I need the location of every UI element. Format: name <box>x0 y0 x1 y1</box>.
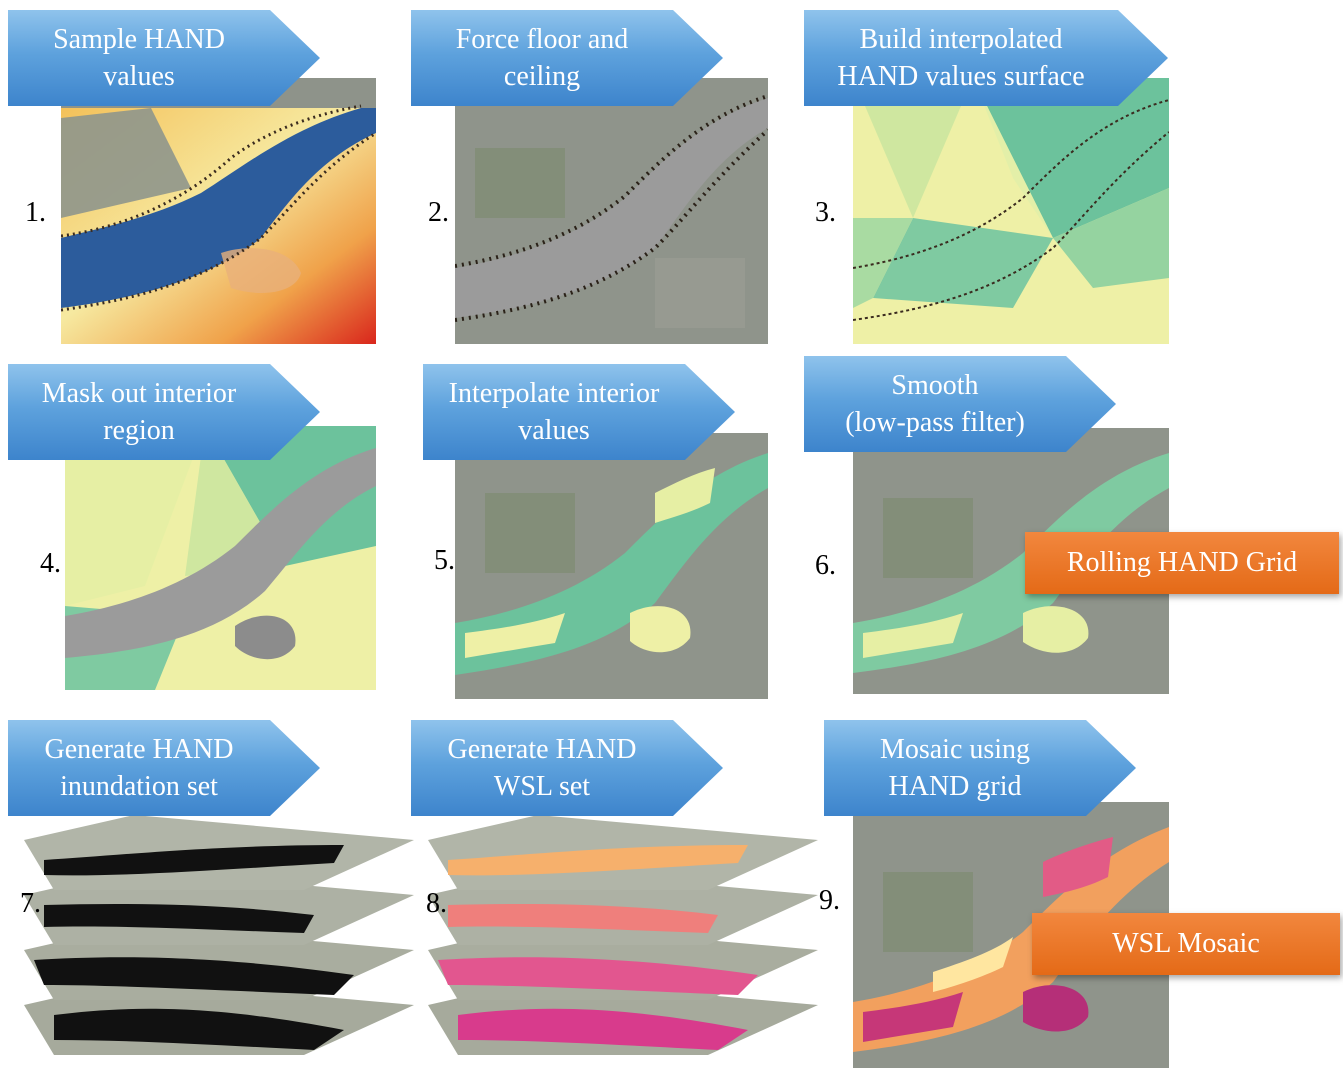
step-1-arrow: Sample HAND values <box>8 10 320 106</box>
step-8-layer-stack <box>428 815 818 1055</box>
step-8-arrow: Generate HAND WSL set <box>411 720 723 816</box>
step-8-number: 8. <box>426 888 447 919</box>
step-8-title-line2: WSL set <box>493 771 591 802</box>
step-4-number: 4. <box>40 548 61 579</box>
step-5-title-line1: Interpolate interior <box>448 378 660 409</box>
step-4-title-line2: region <box>103 415 175 446</box>
step-6-arrow: Smooth (low-pass filter) <box>804 356 1116 452</box>
step-8-title-line1: Generate HAND <box>447 734 637 765</box>
step-9-title-line2: HAND grid <box>888 771 1022 802</box>
step-3-map <box>853 78 1169 344</box>
step-5-map <box>455 433 768 699</box>
rolling-hand-grid-callout: Rolling HAND Grid <box>1025 532 1339 594</box>
step-1-title-line2: values <box>103 61 175 92</box>
step-6-number: 6. <box>815 550 836 581</box>
step-5-number: 5. <box>434 545 455 576</box>
step-1-map <box>61 78 376 344</box>
step-2-title-line1: Force floor and <box>455 24 629 55</box>
step-3-title-line2: HAND values surface <box>837 61 1085 92</box>
inundation-layer-3 <box>24 925 414 1000</box>
step-7-arrow: Generate HAND inundation set <box>8 720 320 816</box>
step-1-title-line1: Sample HAND <box>53 24 225 55</box>
step-1-number: 1. <box>25 197 46 228</box>
step-4-arrow: Mask out interior region <box>8 364 320 460</box>
step-9-title-line1: Mosaic using <box>879 734 1031 765</box>
step-3-title-line1: Build interpolated <box>859 24 1063 55</box>
inundation-layer-1 <box>24 815 414 890</box>
wsl-mosaic-callout: WSL Mosaic <box>1032 913 1340 975</box>
wsl-layer-1 <box>428 815 818 890</box>
step-7-layer-stack <box>24 815 414 1055</box>
step-7-number: 7. <box>20 888 41 919</box>
step-6-title-line1: Smooth <box>891 370 979 401</box>
step-4-title-line1: Mask out interior <box>41 378 237 409</box>
step-5-title-line2: values <box>518 415 590 446</box>
step-5-arrow: Interpolate interior values <box>423 364 735 460</box>
step-2-arrow: Force floor and ceiling <box>411 10 723 106</box>
step-2-number: 2. <box>428 197 449 228</box>
step-2-map <box>455 78 768 344</box>
step-9-arrow: Mosaic using HAND grid <box>824 720 1136 816</box>
step-7-title-line1: Generate HAND <box>44 734 234 765</box>
step-3-arrow: Build interpolated HAND values surface <box>804 10 1168 106</box>
step-2-title-line2: ceiling <box>503 61 581 92</box>
step-3-number: 3. <box>815 197 836 228</box>
step-4-map <box>65 426 376 690</box>
step-7-title-line2: inundation set <box>60 771 218 802</box>
step-9-number: 9. <box>819 885 840 916</box>
step-6-title-line2: (low-pass filter) <box>845 407 1025 438</box>
